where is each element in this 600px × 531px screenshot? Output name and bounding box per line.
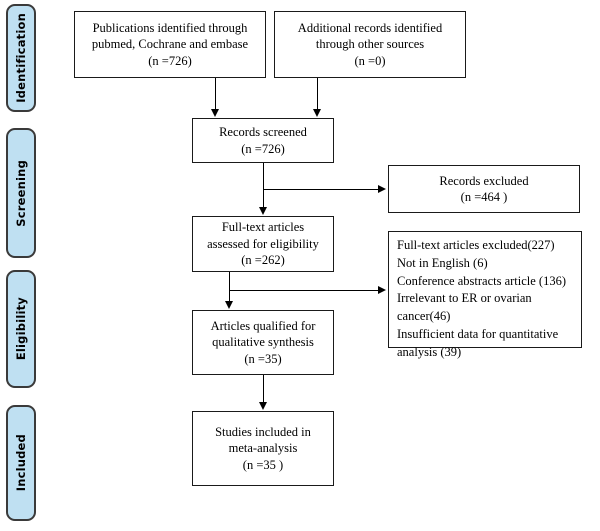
box-records-excluded: Records excluded (n =464 ): [388, 165, 580, 213]
stage-tab-eligibility[interactable]: Eligibility: [6, 270, 36, 388]
box-qualitative-synthesis: Articles qualified for qualitative synth…: [192, 310, 334, 375]
stage-tab-identification[interactable]: Identification: [6, 4, 36, 112]
stage-tab-label: Identification: [14, 13, 28, 103]
box-text: Publications identified through pubmed, …: [91, 20, 249, 68]
arrowhead-other-to-screened: [312, 109, 321, 117]
stage-tab-label: Screening: [14, 159, 28, 227]
box-text: Records excluded (n =464 ): [439, 173, 529, 205]
connector-other-to-screened: [317, 78, 318, 110]
box-text: Studies included in meta-analysis (n =35…: [215, 424, 311, 472]
arrowhead-databases-to-screened: [210, 109, 219, 117]
connector-screened-to-excluded: [263, 189, 379, 190]
box-records-identified-other-sources: Additional records identified through ot…: [274, 11, 466, 78]
stage-tab-label: Eligibility: [14, 297, 28, 361]
connector-qualitative-to-meta: [263, 375, 264, 403]
arrowhead-fulltext-to-excluded-reasons: [378, 285, 386, 294]
box-text: Full-text articles assessed for eligibil…: [207, 220, 319, 268]
box-meta-analysis: Studies included in meta-analysis (n =35…: [192, 411, 334, 486]
box-fulltext-assessed: Full-text articles assessed for eligibil…: [192, 216, 334, 272]
connector-fulltext-to-qualitative: [229, 272, 230, 302]
box-fulltext-excluded-reasons: Full-text articles excluded(227) Not in …: [388, 231, 582, 359]
box-text: Additional records identified through ot…: [297, 20, 443, 68]
arrowhead-fulltext-to-qualitative: [224, 301, 233, 309]
box-records-screened: Records screened (n =726): [192, 118, 334, 163]
connector-databases-to-screened: [215, 78, 216, 110]
box-text: Articles qualified for qualitative synth…: [210, 318, 316, 366]
stage-tab-included[interactable]: Included: [6, 405, 36, 521]
arrowhead-screened-to-excluded: [378, 184, 386, 193]
box-records-identified-databases: Publications identified through pubmed, …: [74, 11, 266, 78]
box-text: Records screened (n =726): [219, 125, 307, 156]
stage-tab-label: Included: [14, 434, 28, 492]
connector-fulltext-to-excluded-reasons: [229, 290, 379, 291]
arrowhead-screened-to-fulltext: [258, 207, 267, 215]
arrowhead-qualitative-to-meta: [258, 402, 267, 410]
connector-screened-to-fulltext: [263, 163, 264, 208]
stage-tab-screening[interactable]: Screening: [6, 128, 36, 258]
box-text: Full-text articles excluded(227) Not in …: [397, 238, 567, 359]
